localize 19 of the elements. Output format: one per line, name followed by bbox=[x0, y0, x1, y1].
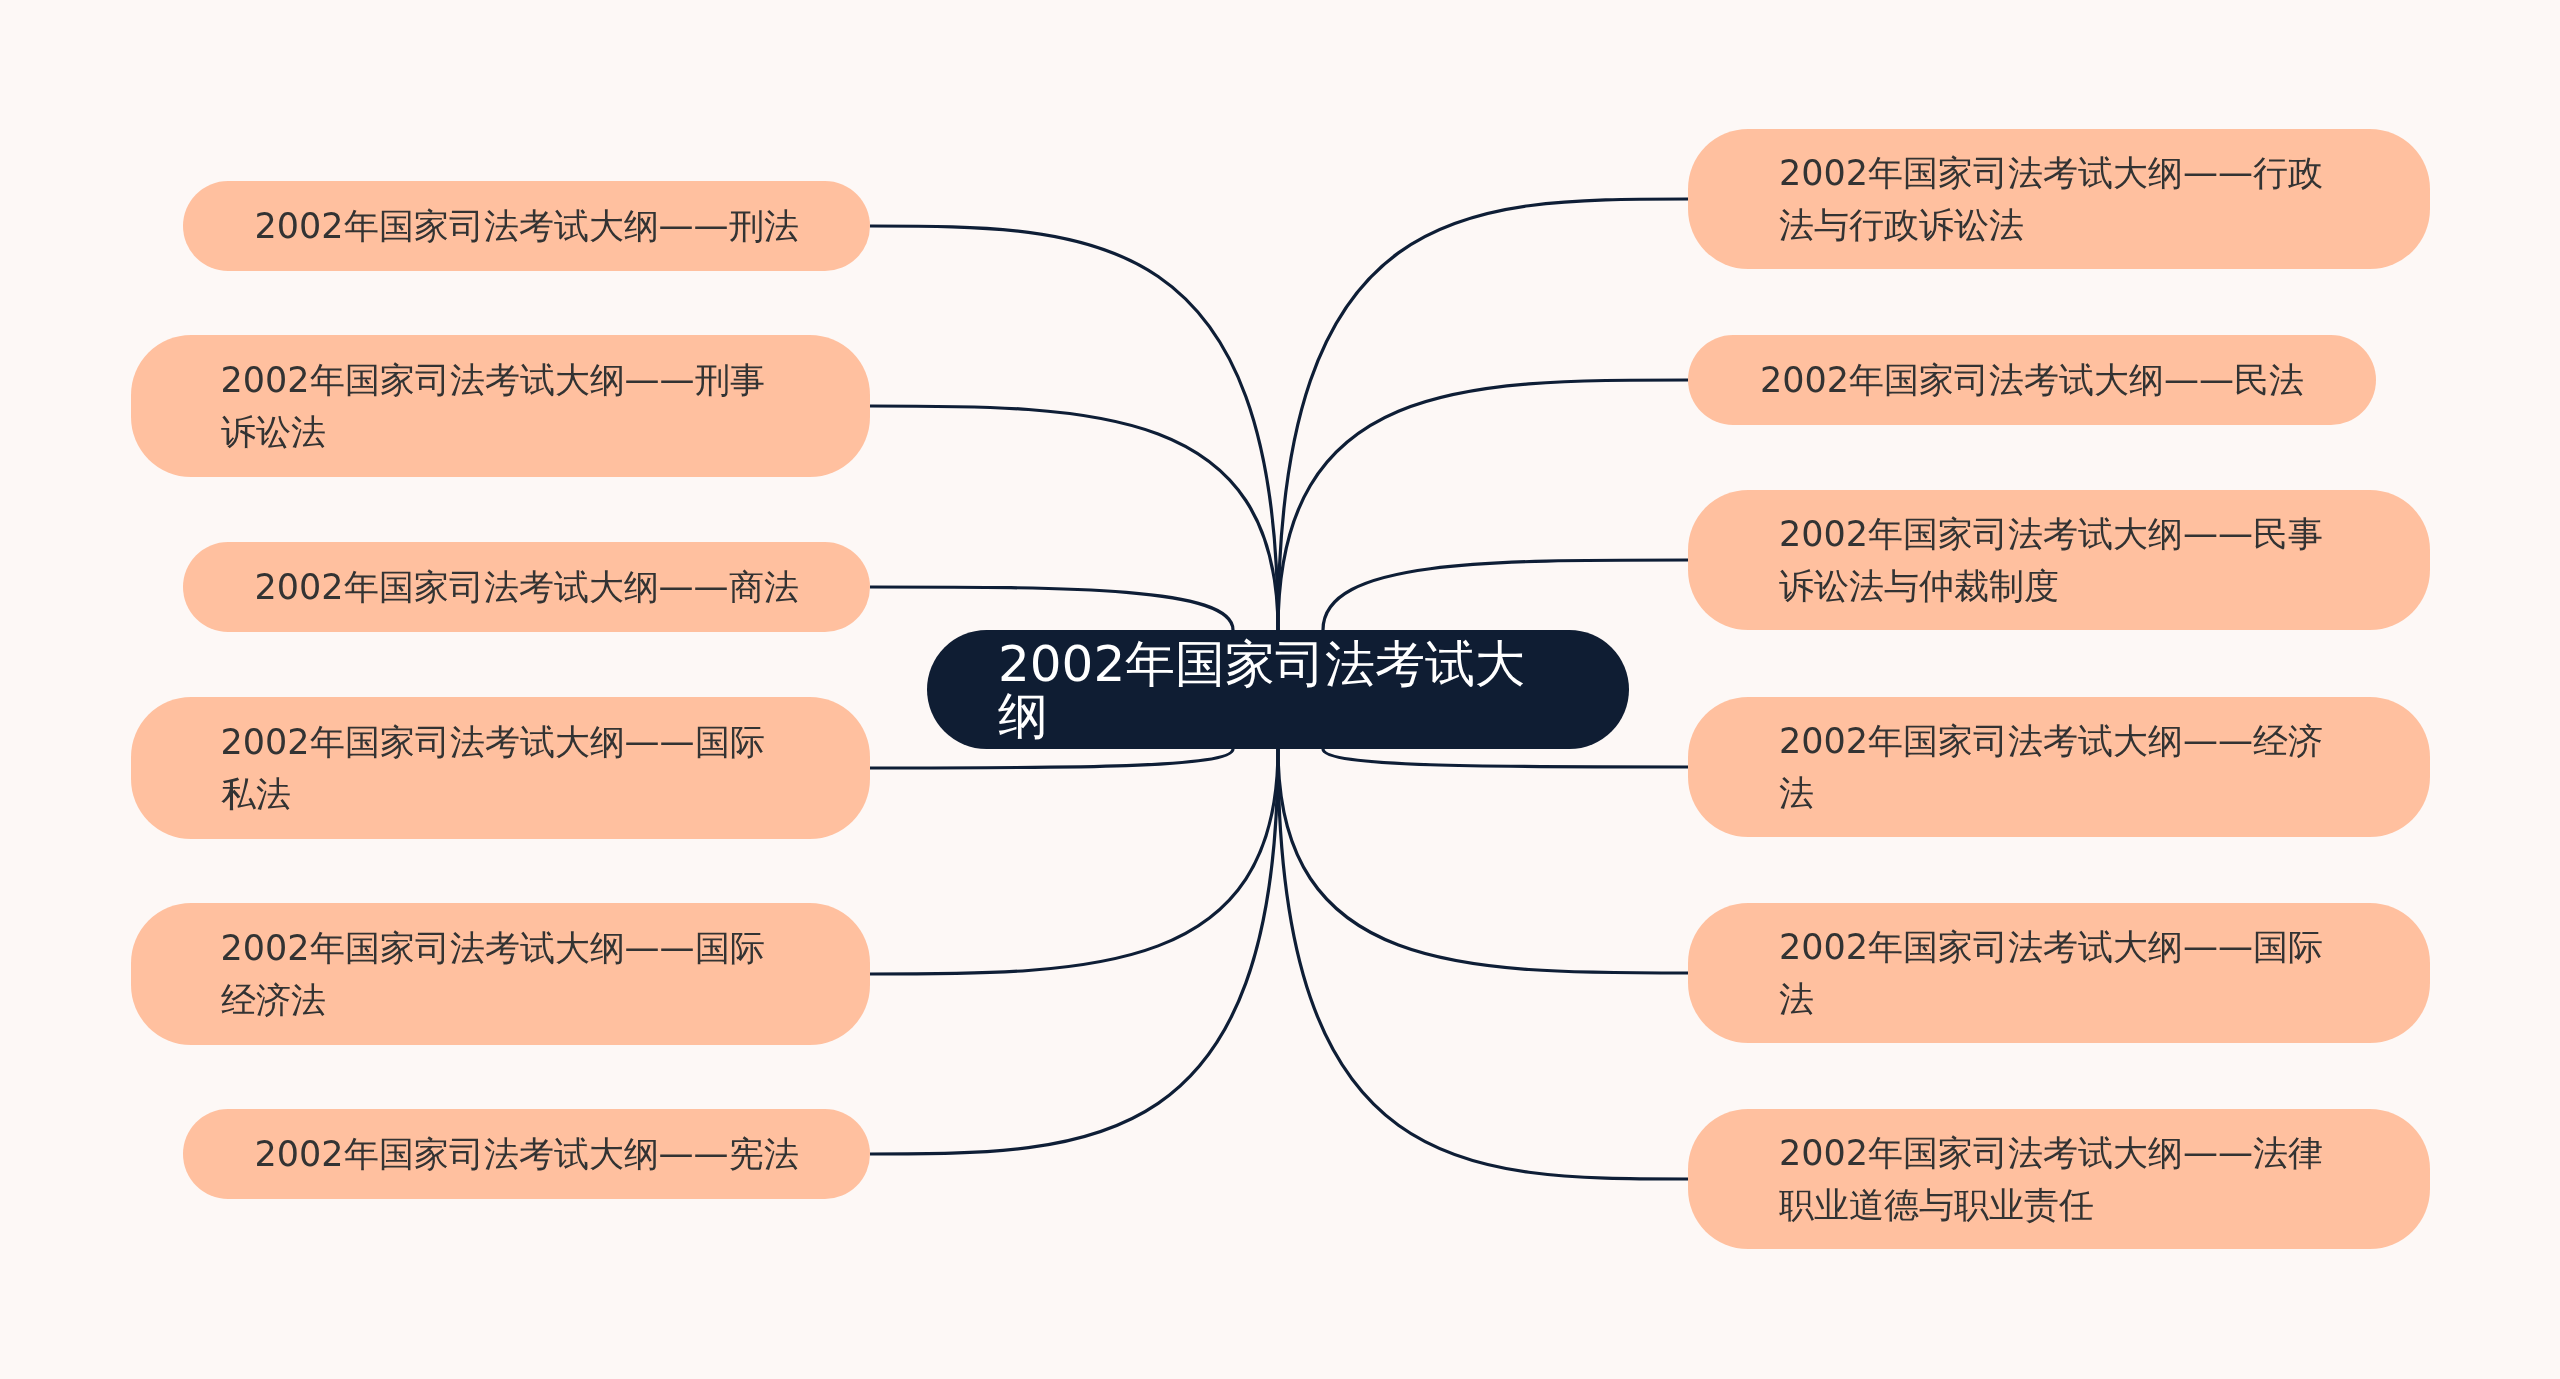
subtopic-box: 2002年国家司法考试大纲——法律职业道德与职业责任 bbox=[1688, 1109, 2430, 1249]
subtopic-box: 2002年国家司法考试大纲——刑法 bbox=[183, 181, 870, 271]
topic-box: 2002年国家司法考试大纲 bbox=[927, 630, 1629, 749]
subtopic-box: 2002年国家司法考试大纲——刑事诉讼法 bbox=[131, 335, 870, 477]
subtopic-box: 2002年国家司法考试大纲——国际私法 bbox=[131, 697, 870, 839]
subtopic-box: 2002年国家司法考试大纲——国际法 bbox=[1688, 903, 2430, 1043]
subtopic-box: 2002年国家司法考试大纲——民事诉讼法与仲裁制度 bbox=[1688, 490, 2430, 630]
connector-line bbox=[1276, 748, 1688, 1181]
connector-line bbox=[870, 585, 1235, 631]
subtopic-box: 2002年国家司法考试大纲——宪法 bbox=[183, 1109, 870, 1199]
connector-line bbox=[870, 748, 1235, 770]
subtopic-box: 2002年国家司法考试大纲——经济法 bbox=[1688, 697, 2430, 837]
subtopic-box: 2002年国家司法考试大纲——国际经济法 bbox=[131, 903, 870, 1045]
subtopic-box: 2002年国家司法考试大纲——商法 bbox=[183, 542, 870, 632]
connector-line bbox=[1276, 378, 1688, 631]
subtopic-box: 2002年国家司法考试大纲——行政法与行政诉讼法 bbox=[1688, 129, 2430, 269]
connector-line bbox=[1321, 748, 1688, 769]
subtopic-box: 2002年国家司法考试大纲——民法 bbox=[1688, 335, 2376, 425]
connector-line bbox=[1321, 558, 1688, 631]
